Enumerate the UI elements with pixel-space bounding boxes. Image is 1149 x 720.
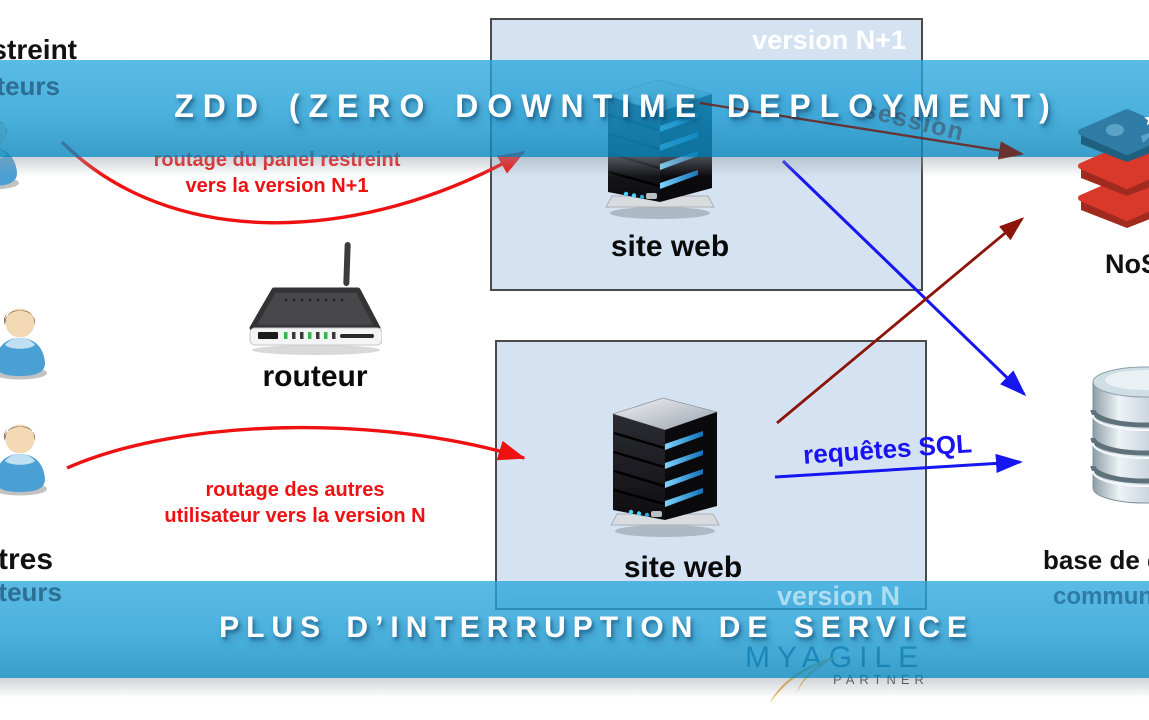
site-web-top-label: site web <box>610 230 730 263</box>
server-icon <box>609 396 721 538</box>
top-banner-title: ZDD (ZERO DOWNTIME DEPLOYMENT) <box>174 88 1059 124</box>
routing-arrow-bottom <box>66 425 526 470</box>
routing-note-bottom: routage des autres utilisateur vers la v… <box>145 477 445 529</box>
user-icon <box>0 308 47 380</box>
user-group-top-type: utilisateurs <box>0 71 60 101</box>
user-group-bottom-name: autres <box>0 543 53 576</box>
database-label: base de données <box>1043 545 1149 575</box>
routing-note-bottom-line1: routage des autres <box>205 479 385 501</box>
router-label: routeur <box>262 360 368 393</box>
router-icon <box>249 242 382 355</box>
bottom-banner <box>0 581 1149 698</box>
site-web-bottom-label: site web <box>623 551 743 584</box>
user-icon <box>0 424 47 496</box>
database-sublabel: commune <box>1053 583 1149 610</box>
redis-icon <box>1078 109 1149 228</box>
user-group-bottom-type: utilisateurs <box>0 577 62 607</box>
nosql-label: NoSQL <box>1105 249 1149 279</box>
version-n1-label: version N+1 <box>752 25 906 55</box>
version-n-label: version N <box>776 581 900 611</box>
bottom-banner-title: PLUS D’INTERRUPTION DE SERVICE <box>219 611 974 644</box>
user-group-top-name: panel restreint <box>0 34 77 65</box>
routing-note-bottom-line2: utilisateur vers la version N <box>164 505 426 527</box>
database-icon <box>1090 366 1149 504</box>
